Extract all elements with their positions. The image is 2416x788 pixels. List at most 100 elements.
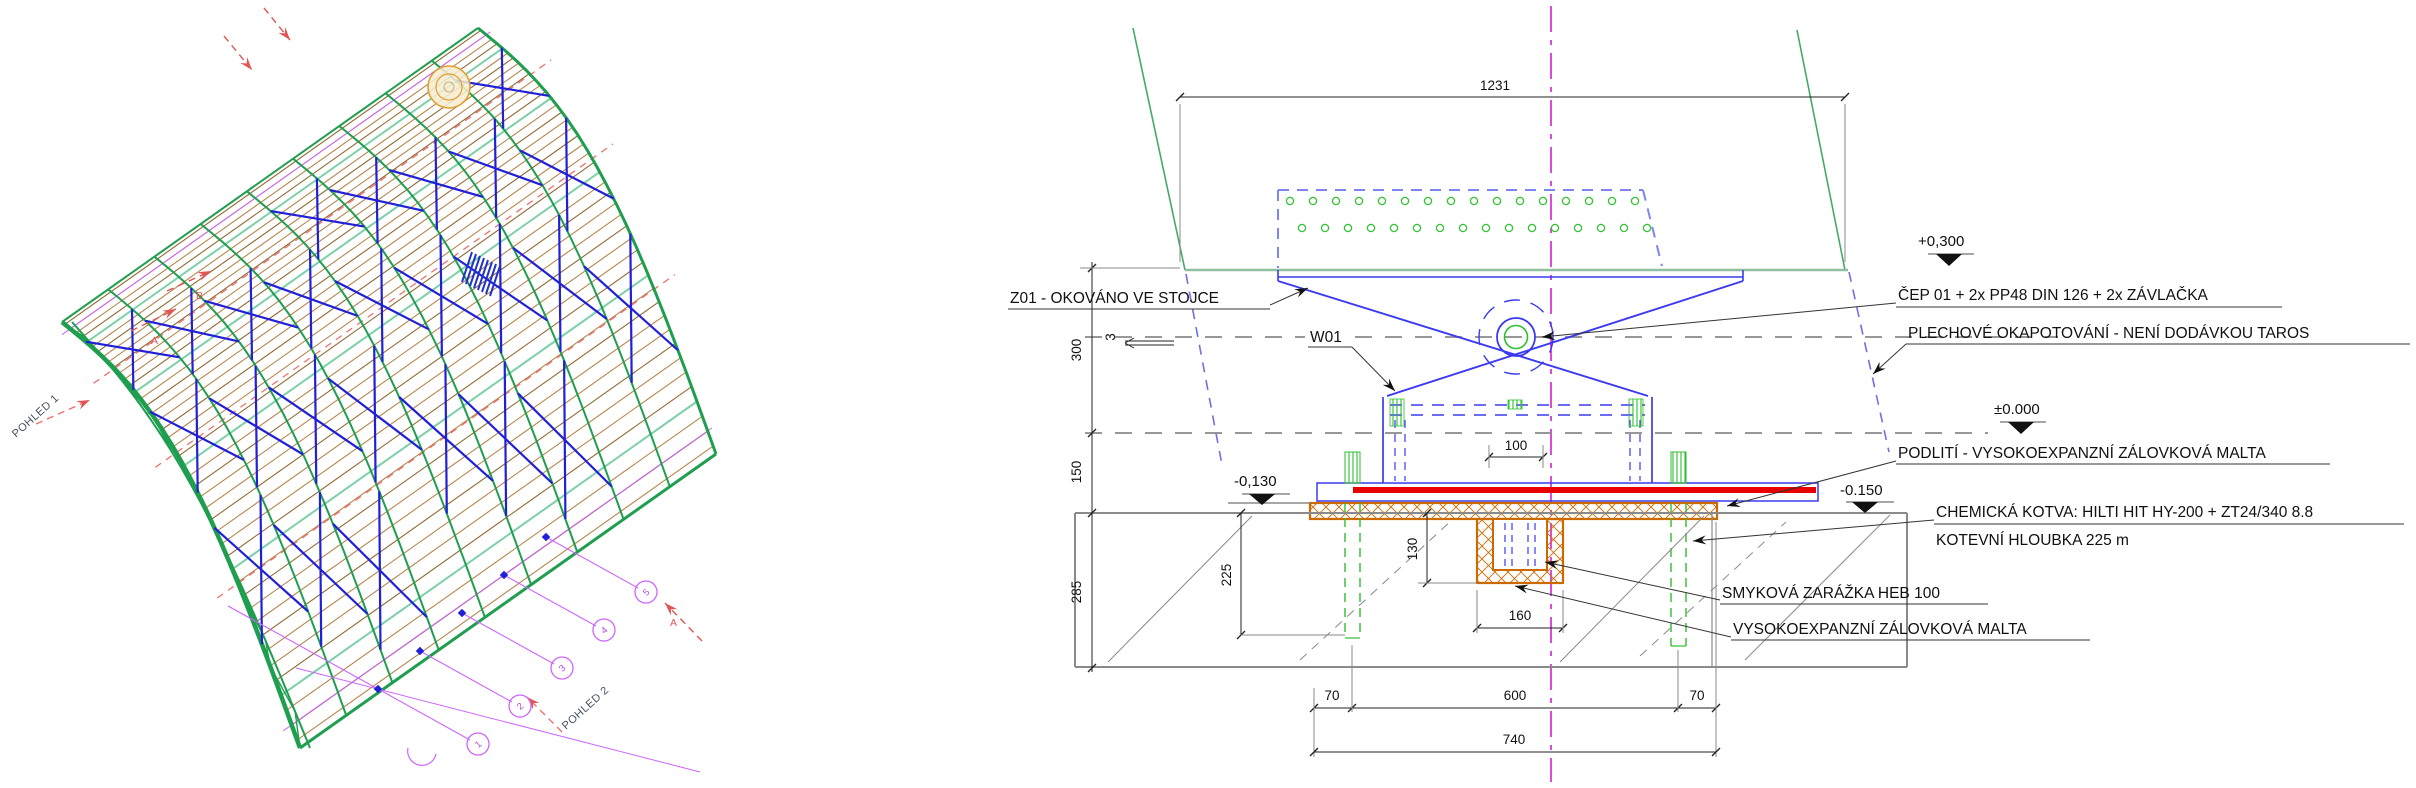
support-node bbox=[541, 532, 551, 542]
pohled-1-marker bbox=[35, 399, 91, 425]
purlin-line bbox=[221, 249, 638, 545]
screw-icon bbox=[1423, 196, 1433, 206]
callout-smyk: SMYKOVÁ ZARÁŽKA HEB 100 bbox=[1722, 585, 1940, 602]
section-letter: B bbox=[196, 290, 203, 302]
screw-icon bbox=[1458, 223, 1468, 233]
screw-icon bbox=[1561, 196, 1571, 206]
level-markers: +0,300 ±0.000 -0,130 -0.150 bbox=[1234, 233, 2046, 513]
screw-icon bbox=[1308, 196, 1318, 206]
brace-line bbox=[444, 364, 448, 514]
brace-line bbox=[380, 248, 384, 362]
callouts: Z01 - OKOVÁNO VE STOJCE W01 ČEP 01 + 2x … bbox=[1008, 287, 2410, 641]
blue-hatch-cluster bbox=[461, 251, 501, 297]
brace-line bbox=[318, 492, 323, 647]
screw-icon bbox=[1515, 196, 1525, 206]
screw-icon bbox=[1538, 196, 1548, 206]
screw-icon bbox=[1354, 196, 1364, 206]
brace-line bbox=[308, 249, 313, 349]
dim-160: 160 bbox=[1509, 608, 1532, 623]
screw-icon bbox=[1619, 223, 1629, 233]
purlin-line bbox=[248, 314, 665, 610]
purlin-line bbox=[134, 97, 552, 393]
axis-bubble-label: 4 bbox=[599, 625, 610, 637]
screw-icon bbox=[1285, 196, 1295, 206]
grid-line bbox=[295, 667, 701, 773]
arch-rib bbox=[200, 223, 440, 651]
truss-web bbox=[91, 346, 118, 375]
screw-icon bbox=[1343, 223, 1353, 233]
truss-web bbox=[294, 711, 301, 749]
purlin-line bbox=[80, 43, 498, 339]
level-minus-130: -0,130 bbox=[1234, 473, 1277, 490]
screw-icon bbox=[1389, 223, 1399, 233]
level-triangle bbox=[2008, 422, 2034, 434]
view-label-pohled-1: POHLED 1 bbox=[10, 392, 61, 440]
arch-rib bbox=[477, 26, 718, 455]
dim-225: 225 bbox=[1219, 564, 1234, 587]
roof-wireframe bbox=[60, 26, 718, 773]
arch-rib bbox=[338, 125, 579, 553]
brace-line bbox=[259, 494, 263, 645]
truss-web bbox=[264, 640, 271, 667]
truss-web bbox=[120, 375, 147, 414]
axis-bubbles: 1 2 3 4 5 bbox=[227, 532, 658, 756]
brace-line bbox=[315, 178, 320, 260]
brace-line bbox=[373, 345, 377, 483]
purlin-line bbox=[118, 78, 536, 374]
arch-rib bbox=[60, 320, 303, 749]
axis-bubble-label: 5 bbox=[641, 587, 652, 599]
callout-kotva-line2: KOTEVNÍ HLOUBKA 225 m bbox=[1936, 532, 2129, 549]
purlin-line bbox=[75, 38, 493, 334]
screw-icon bbox=[1400, 196, 1410, 206]
brace-line bbox=[498, 223, 503, 354]
dim-740: 740 bbox=[1503, 732, 1526, 747]
axis-bubble-label: 3 bbox=[557, 663, 568, 675]
purlin-line bbox=[129, 91, 547, 386]
support-node bbox=[499, 570, 509, 580]
pedestal bbox=[1382, 397, 1653, 483]
truss-web bbox=[180, 460, 207, 513]
cladding-dashed-right bbox=[1848, 271, 1890, 453]
cladding-dashed-left bbox=[1185, 273, 1223, 466]
arch-rib bbox=[431, 59, 671, 488]
dim-300: 300 bbox=[1069, 339, 1084, 362]
section-line bbox=[93, 59, 552, 384]
callout-plech: PLECHOVÉ OKAPOTOVÁNÍ - NENÍ DODÁVKOU TAR… bbox=[1908, 325, 2309, 342]
axis-leader bbox=[377, 688, 471, 741]
brace-line bbox=[190, 288, 194, 375]
screw-icon bbox=[1492, 196, 1502, 206]
screw-icon bbox=[1331, 196, 1341, 206]
screw-icon bbox=[1573, 223, 1583, 233]
base-detail-drawing: 1231 300 150 285 3 100 bbox=[1008, 6, 2410, 782]
level-plus-300: +0,300 bbox=[1918, 233, 1964, 250]
column-outline-green bbox=[1132, 27, 1848, 272]
axis-bubble-label: 1 bbox=[473, 739, 484, 751]
purlin-line bbox=[102, 62, 520, 358]
level-triangle bbox=[1249, 494, 1275, 505]
section-letter: A bbox=[151, 335, 158, 347]
truss-web bbox=[269, 666, 296, 712]
axis-leader bbox=[419, 650, 513, 703]
screw-pattern bbox=[1285, 196, 1652, 233]
purlin-line bbox=[145, 111, 563, 407]
purlin-line bbox=[210, 225, 628, 521]
purlin-line bbox=[177, 161, 595, 457]
screw-icon bbox=[1642, 223, 1652, 233]
level-triangle bbox=[1936, 254, 1962, 266]
brace-line bbox=[565, 117, 569, 232]
truss-web bbox=[61, 321, 88, 340]
axis-bubble-label: 2 bbox=[515, 701, 526, 713]
base-plate bbox=[1316, 482, 1819, 502]
chemical-anchor-left bbox=[1344, 451, 1361, 639]
screw-icon bbox=[1320, 223, 1330, 233]
arch-rib bbox=[292, 157, 533, 586]
purlin-line bbox=[215, 237, 633, 533]
dim-150: 150 bbox=[1069, 461, 1084, 484]
dim-3: 3 bbox=[1103, 333, 1118, 341]
purlin-line bbox=[64, 29, 482, 325]
purlin-line bbox=[194, 191, 611, 487]
screw-icon bbox=[1469, 196, 1479, 206]
arch-rib bbox=[384, 92, 625, 520]
axis-bubble bbox=[592, 618, 616, 642]
